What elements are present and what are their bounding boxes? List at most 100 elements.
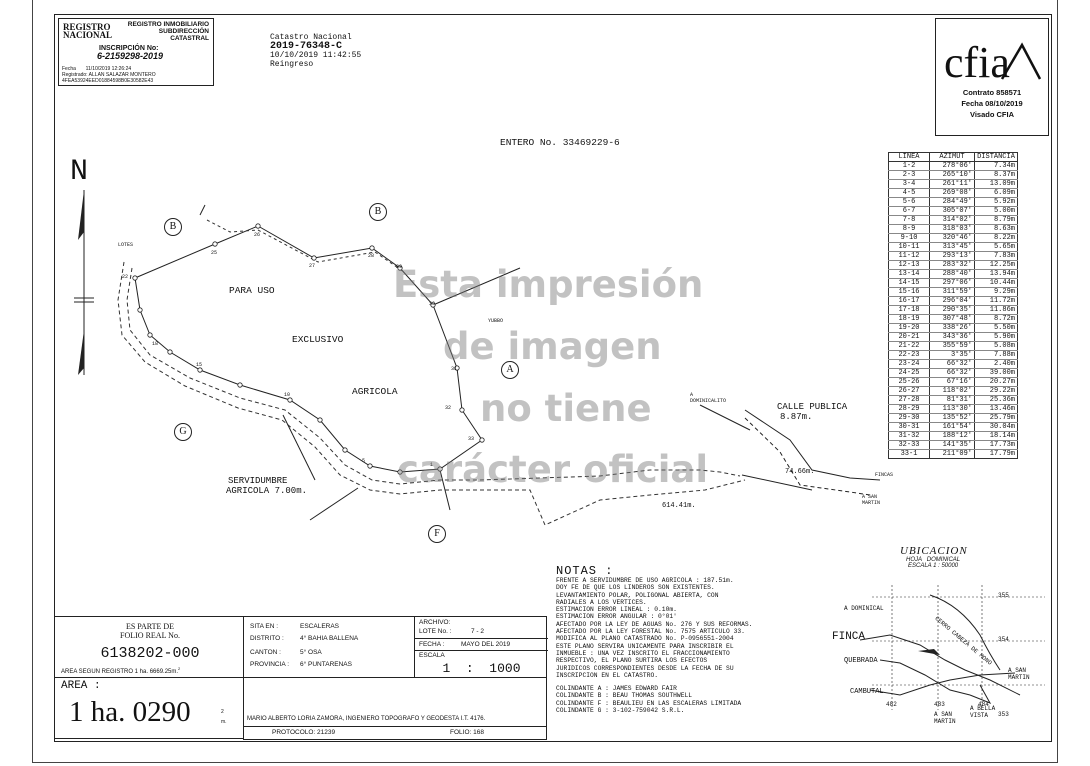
vertex-label: 18 [152, 341, 159, 347]
cell-distancia: 20.27m [974, 377, 1018, 387]
vertex-label: 1 [430, 462, 434, 468]
boundary-line [439, 469, 451, 511]
registry-stamp: REGISTRO NACIONAL REGISTRO INMOBILIARIO … [58, 18, 214, 86]
canton-label: CANTON : [250, 649, 281, 656]
colindante-b-marker: B [369, 203, 387, 221]
registry-header-line: REGISTRO INMOBILIARIO [127, 21, 209, 28]
fincas-label: FINCAS [875, 472, 894, 478]
registry-logo: REGISTRO NACIONAL [63, 22, 113, 40]
catastro-stamp: Catastro Nacional 2019-76348-C 10/10/201… [270, 33, 361, 69]
distance-614: 614.41m. [662, 502, 696, 510]
provincia-value: 6° PUNTARENAS [300, 661, 352, 668]
cfia-stamp: cfia Contrato 858571 Fecha 08/10/2019 Vi… [935, 18, 1049, 136]
cfia-info: Contrato 858571 Fecha 08/10/2019 Visado … [936, 87, 1048, 120]
registry-registrado: Registrado: ALLAN SALAZAR MONTERO [62, 72, 156, 78]
cell-distancia: 9.29m [974, 287, 1018, 297]
grid-label: 482 [886, 701, 897, 708]
watermark-line: no tiene [480, 387, 652, 430]
note-line: ESTE PLANO SERVIRA UNICAMENTE PARA INSCR… [556, 642, 734, 650]
colindante-b-marker: B [164, 218, 182, 236]
location-info-box: SITA EN : ESCALERAS DISTRITO : 4° BAHIA … [243, 616, 415, 678]
parcel-boundary [134, 225, 483, 473]
lote-value: 7 - 2 [471, 628, 485, 635]
vertex-label: 31 [451, 366, 458, 372]
location-label: A SAN MARTIN [1008, 667, 1030, 681]
grid-label: 355 [998, 592, 1009, 599]
cell-distancia: 8.63m [974, 224, 1018, 234]
servidumbre-line [126, 267, 741, 485]
protocolo: PROTOCOLO: 21239 [272, 729, 336, 736]
area-registro-value: AREA SEGUN REGISTRO 1 ha. 6669.25m. [61, 669, 179, 675]
cell-distancia: 10.44m [974, 278, 1018, 288]
colindante-g-marker: G [174, 423, 192, 441]
distrito-label: DISTRITO : [250, 635, 284, 642]
boundary-line [432, 267, 521, 306]
vertex-label: 28 [368, 253, 375, 259]
note-line: INMUEBLE : UNA VEZ INSCRITO EL FRACCIONA… [556, 649, 730, 657]
vertex-label: 22 [122, 274, 129, 280]
watermark-line: Esta impresión [393, 263, 704, 306]
folio-number: 6138202-000 [100, 645, 200, 662]
area-registro: AREA SEGUN REGISTRO 1 ha. 6669.25m.2 [61, 665, 180, 676]
cell-distancia: 8.79m [974, 215, 1018, 225]
sita-label: SITA EN : [250, 623, 279, 630]
cell-distancia: 5.90m [974, 332, 1018, 342]
cell-distancia: 8.37m [974, 170, 1018, 180]
cell-distancia: 13.09m [974, 179, 1018, 189]
registry-fecha: Fecha 11/10/2019 12:26:24 [62, 66, 132, 72]
archive-box: ARCHIVO: LOTE No. : 7 - 2 FECHA : MAYO D… [414, 616, 548, 678]
cell-distancia: 25.36m [974, 395, 1018, 405]
note-line: INSCRIPCION EN EL CATASTRO. [556, 671, 659, 679]
provincia-label: PROVINCIA : [250, 661, 290, 668]
cell-distancia: 5.08m [974, 341, 1018, 351]
calle-width: 8.87m. [780, 412, 813, 422]
cell-distancia: 18.14m [974, 431, 1018, 441]
location-title: UBICACION [900, 545, 968, 557]
notes-section: NOTAS : FRENTE A SERVIDUMBRE DE USO AGRI… [556, 565, 856, 714]
cell-distancia: 12.25m [974, 260, 1018, 270]
cell-distancia: 5.50m [974, 323, 1018, 333]
cell-distancia: 5.65m [974, 242, 1018, 252]
boundary-line [309, 487, 359, 521]
plan-frame [54, 14, 1052, 742]
vertex-label: 30 [429, 301, 436, 307]
document-sheet [32, 0, 1058, 763]
area-label: AREA : [61, 680, 101, 692]
servidumbre-width: AGRICOLA 7.00m. [226, 486, 308, 496]
watermark-line: de imagen [443, 325, 662, 368]
registry-hash: 4FEA53924EED01884598B0E30582E43 [62, 78, 154, 84]
registry-header-line: CATASTRAL [170, 35, 209, 42]
distance-74: 74.66m. [785, 468, 815, 476]
vertex-label: 29 [396, 264, 403, 270]
yubbo-label: YUBBO [488, 318, 504, 324]
colindante-a-marker: A [501, 361, 519, 379]
folio: FOLIO: 168 [450, 729, 484, 736]
note-line: ESTIMACION ERROR LINEAL : 0.10m. [556, 606, 677, 614]
fecha-value: MAYO DEL 2019 [461, 641, 511, 648]
agricola-label: AGRICOLA [352, 386, 398, 397]
inscription-number: 6-2159298-2019 [97, 51, 164, 61]
cfia-contrato: Contrato 858571 [962, 88, 1022, 97]
registry-header: REGISTRO INMOBILIARIO SUBDIRECCIÓN CATAS… [113, 21, 209, 42]
location-label: CAMBUTAL [850, 688, 884, 696]
para-uso-label: PARA USO [229, 285, 275, 296]
catastro-number: 2019-76348-C [270, 41, 343, 52]
colindante-line: COLINDANTE B : BEAU THOMAS SOUTHWELL [556, 692, 693, 700]
note-line: DOY FE DE QUE LOS LINDEROS SON EXISTENTE… [556, 584, 715, 592]
lote-label: LOTE No. : [419, 628, 452, 635]
